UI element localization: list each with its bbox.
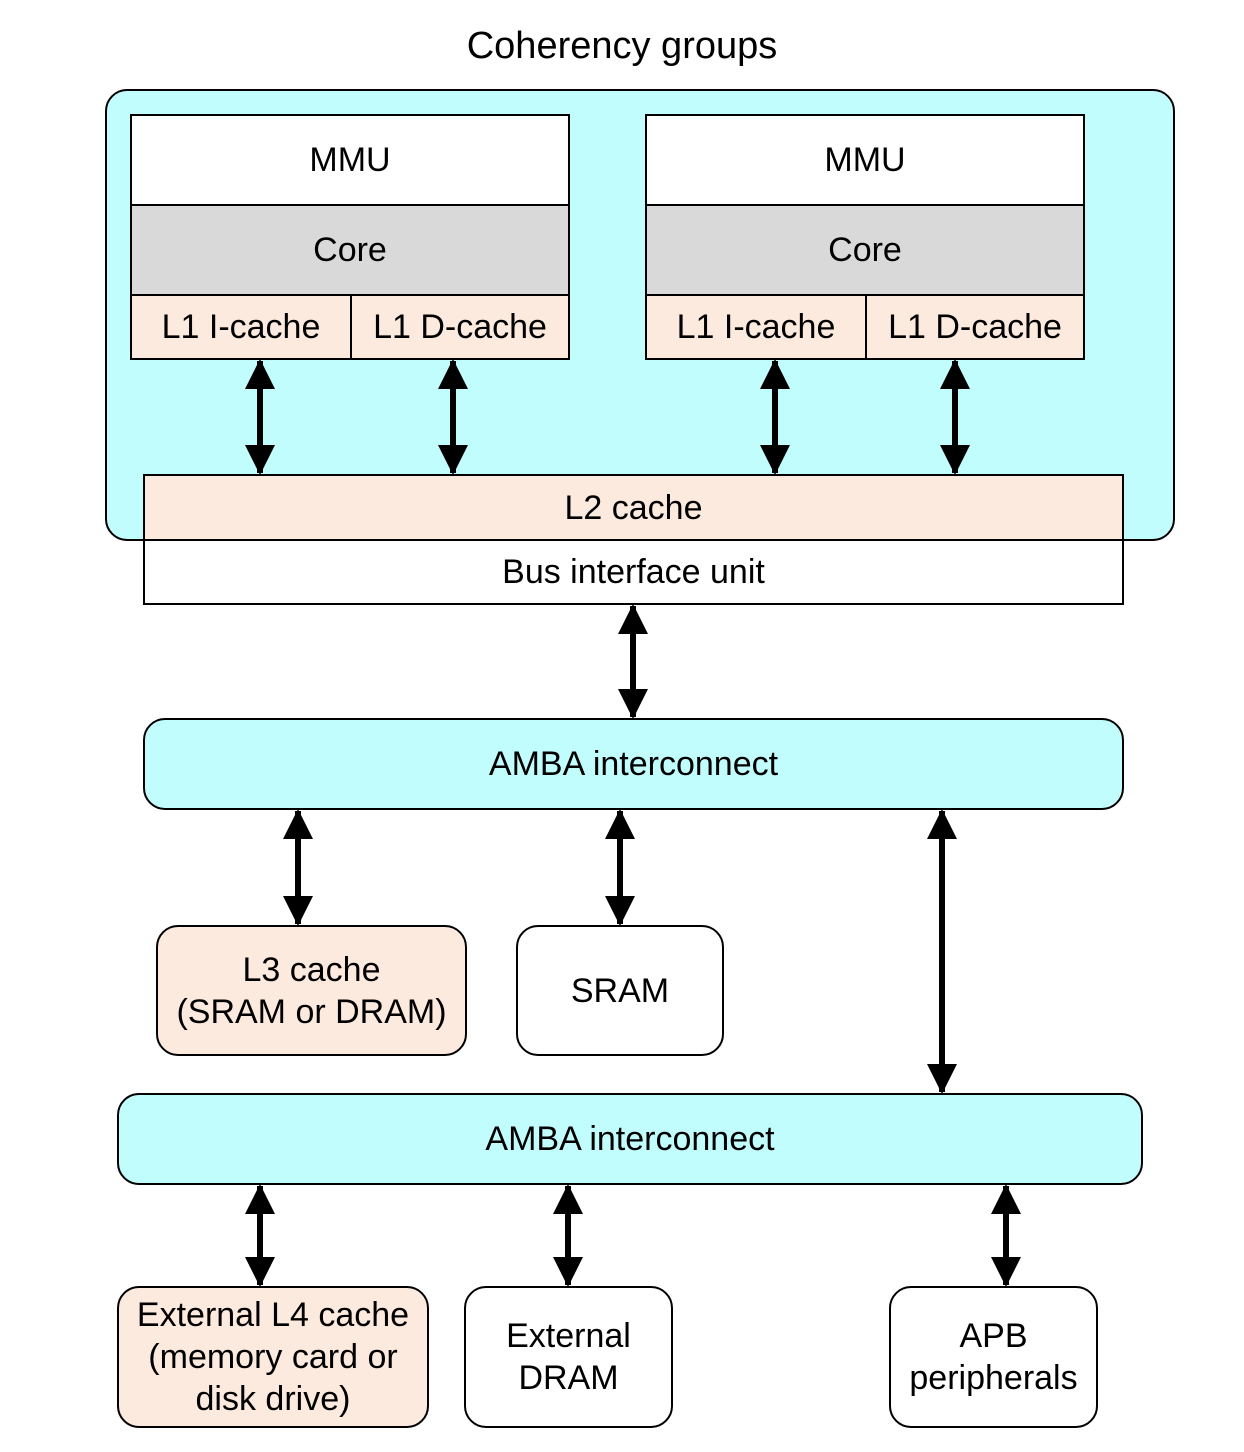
- external-l4-cache: External L4 cache (memory card or disk d…: [117, 1286, 429, 1428]
- l2-cache: L2 cache: [143, 474, 1124, 541]
- bus-interface-unit: Bus interface unit: [143, 539, 1124, 605]
- amba-interconnect-lower: AMBA interconnect: [117, 1093, 1143, 1185]
- apb-peripherals: APB peripherals: [889, 1286, 1098, 1428]
- cluster-2-l1-icache: L1 I-cache: [645, 294, 867, 360]
- cluster-2-mmu: MMU: [645, 114, 1085, 206]
- amba-interconnect-upper: AMBA interconnect: [143, 718, 1124, 810]
- cluster-2-l1-dcache: L1 D-cache: [865, 294, 1085, 360]
- cluster-2-core: Core: [645, 204, 1085, 296]
- external-dram: External DRAM: [464, 1286, 673, 1428]
- diagram-title: Coherency groups: [466, 25, 778, 67]
- l3-cache: L3 cache (SRAM or DRAM): [156, 925, 467, 1056]
- cluster-1-l1-icache: L1 I-cache: [130, 294, 352, 360]
- cluster-1-l1-dcache: L1 D-cache: [350, 294, 570, 360]
- cluster-1-mmu: MMU: [130, 114, 570, 206]
- cluster-1-core: Core: [130, 204, 570, 296]
- sram: SRAM: [516, 925, 724, 1056]
